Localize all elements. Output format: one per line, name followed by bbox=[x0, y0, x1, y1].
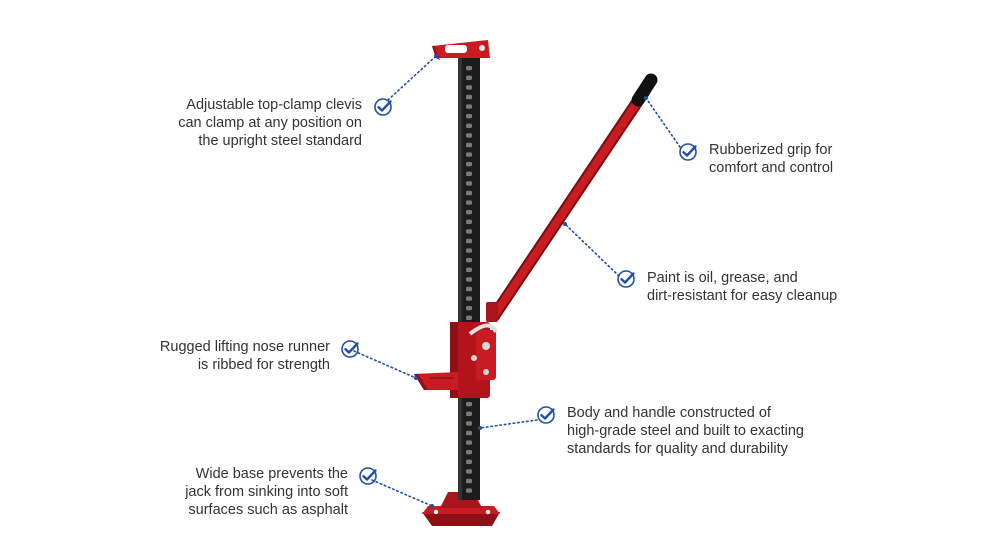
leader-endpoint bbox=[644, 96, 648, 100]
standard-hole bbox=[466, 114, 472, 119]
standard-hole bbox=[466, 104, 472, 109]
leader-endpoint bbox=[563, 222, 567, 226]
callout-line: comfort and control bbox=[709, 160, 834, 176]
check-circle-icon bbox=[341, 340, 359, 358]
callout-line: Adjustable top-clamp clevis bbox=[186, 97, 362, 113]
standard-hole bbox=[466, 181, 472, 186]
callout-line: Rubberized grip for bbox=[709, 142, 833, 158]
callout-line: the upright steel standard bbox=[198, 133, 362, 149]
standard-hole bbox=[466, 162, 472, 167]
standard-hole bbox=[466, 152, 472, 157]
standard-hole bbox=[466, 459, 472, 464]
standard-hole bbox=[466, 219, 472, 224]
standard-hole bbox=[466, 258, 472, 263]
callout-line: Body and handle constructed of bbox=[567, 405, 771, 421]
standard-hole bbox=[466, 421, 472, 426]
check-circle-icon bbox=[359, 467, 377, 485]
callout-line: high-grade steel and built to exacting bbox=[567, 423, 804, 439]
standard-hole bbox=[466, 296, 472, 301]
standard-hole bbox=[466, 229, 472, 234]
standard-hole bbox=[466, 133, 472, 138]
callout-paint: Paint is oil, grease, and dirt-resistant… bbox=[647, 269, 887, 305]
leader-endpoint bbox=[478, 426, 482, 430]
callout-top-clamp: Adjustable top-clamp clevis can clamp at… bbox=[130, 96, 362, 150]
callout-grip: Rubberized grip for comfort and control bbox=[709, 141, 909, 177]
callout-line: Rugged lifting nose runner bbox=[159, 339, 330, 355]
standard-hole bbox=[466, 200, 472, 205]
check-circle-icon bbox=[679, 143, 697, 161]
callout-line: standards for quality and durability bbox=[567, 441, 788, 457]
rubber-grip bbox=[631, 73, 658, 107]
standard-hole bbox=[466, 171, 472, 176]
standard-hole bbox=[466, 75, 472, 80]
standard-hole bbox=[466, 450, 472, 455]
callout-line: surfaces such as asphalt bbox=[188, 502, 348, 518]
leader-lines bbox=[353, 54, 681, 508]
standard-hole bbox=[466, 248, 472, 253]
jack-handle bbox=[488, 73, 658, 322]
check-circle-icon bbox=[374, 98, 392, 116]
standard-hole bbox=[466, 66, 472, 71]
callout-line: Paint is oil, grease, and bbox=[647, 270, 798, 286]
callout-nose-runner: Rugged lifting nose runner is ribbed for… bbox=[120, 338, 330, 374]
standard-hole bbox=[466, 94, 472, 100]
standard-hole bbox=[466, 478, 472, 484]
callout-line: dirt-resistant for easy cleanup bbox=[647, 288, 838, 304]
callout-line: Wide base prevents the bbox=[195, 466, 348, 482]
callout-line: is ribbed for strength bbox=[197, 357, 330, 373]
leader-line bbox=[371, 479, 433, 507]
standard-hole bbox=[466, 402, 472, 407]
leader-line bbox=[564, 223, 620, 277]
check-circle-icon bbox=[537, 406, 555, 424]
top-clamp-clevis bbox=[432, 40, 490, 60]
standard-hole bbox=[466, 142, 472, 148]
standard-hole bbox=[466, 190, 472, 196]
steel-standard bbox=[458, 54, 480, 500]
standard-hole bbox=[466, 306, 472, 311]
callout-line: jack from sinking into soft bbox=[185, 484, 348, 500]
standard-hole bbox=[466, 430, 472, 436]
standard-hole bbox=[466, 411, 472, 416]
standard-hole bbox=[466, 238, 472, 244]
standard-hole bbox=[466, 488, 472, 493]
leader-endpoint bbox=[434, 54, 438, 58]
standard-hole bbox=[466, 469, 472, 474]
standard-hole bbox=[466, 123, 472, 128]
leader-endpoint bbox=[430, 504, 434, 508]
leader-line bbox=[353, 350, 417, 379]
leader-line bbox=[479, 419, 538, 429]
standard-hole bbox=[466, 210, 472, 215]
callout-line: can clamp at any position on bbox=[178, 115, 362, 131]
standard-hole bbox=[466, 440, 472, 445]
leader-endpoint bbox=[414, 376, 418, 380]
callout-body: Body and handle constructed of high-grad… bbox=[567, 404, 847, 458]
leader-line bbox=[387, 55, 437, 101]
lifting-mechanism bbox=[450, 302, 498, 398]
leader-line bbox=[645, 97, 681, 148]
standard-hole bbox=[466, 277, 472, 282]
standard-hole bbox=[466, 267, 472, 272]
callout-base: Wide base prevents the jack from sinking… bbox=[130, 465, 348, 519]
standard-hole bbox=[466, 85, 472, 90]
check-circle-icon bbox=[617, 270, 635, 288]
lifting-nose-runner bbox=[414, 372, 458, 390]
standard-hole bbox=[466, 315, 472, 320]
standard-hole bbox=[466, 286, 472, 292]
